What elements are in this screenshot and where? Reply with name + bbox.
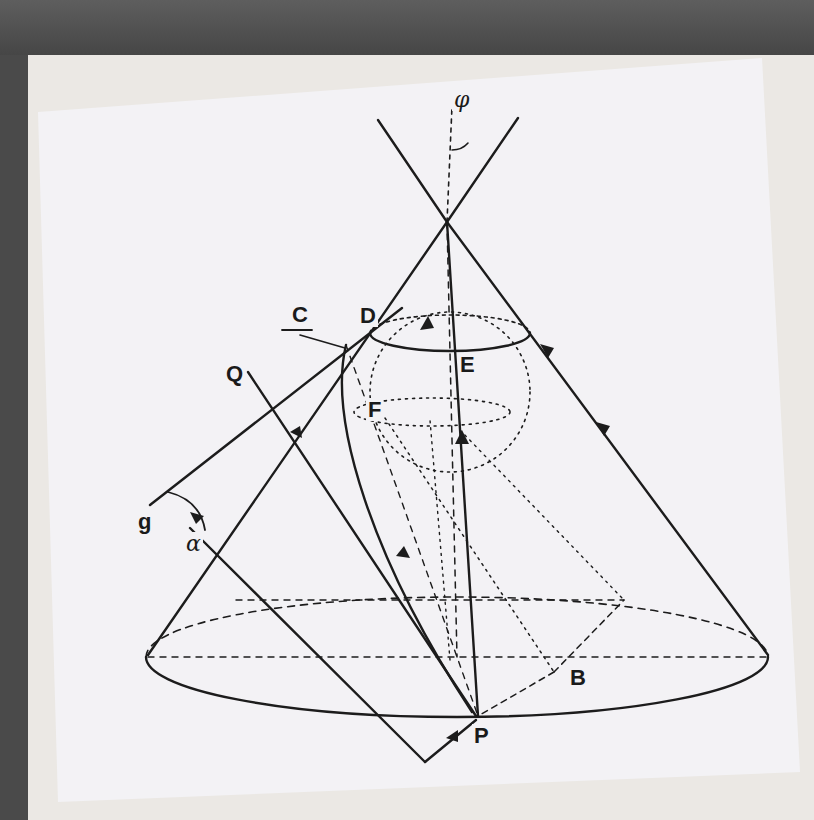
point-label: g [136,510,153,533]
point-label: Q [224,362,245,385]
point-label: D [358,304,378,327]
point-label: C [290,303,310,326]
point-label: φ [452,88,471,111]
point-label: F [366,398,383,421]
cone-lines [146,106,768,762]
paper-sheet [38,58,800,802]
slide-ground [28,55,814,820]
point-label: E [458,353,477,376]
point-label: α [184,532,203,555]
arrowheads [190,316,610,742]
top-bar [0,0,814,55]
point-label: B [568,666,588,689]
point-label: P [472,724,491,747]
